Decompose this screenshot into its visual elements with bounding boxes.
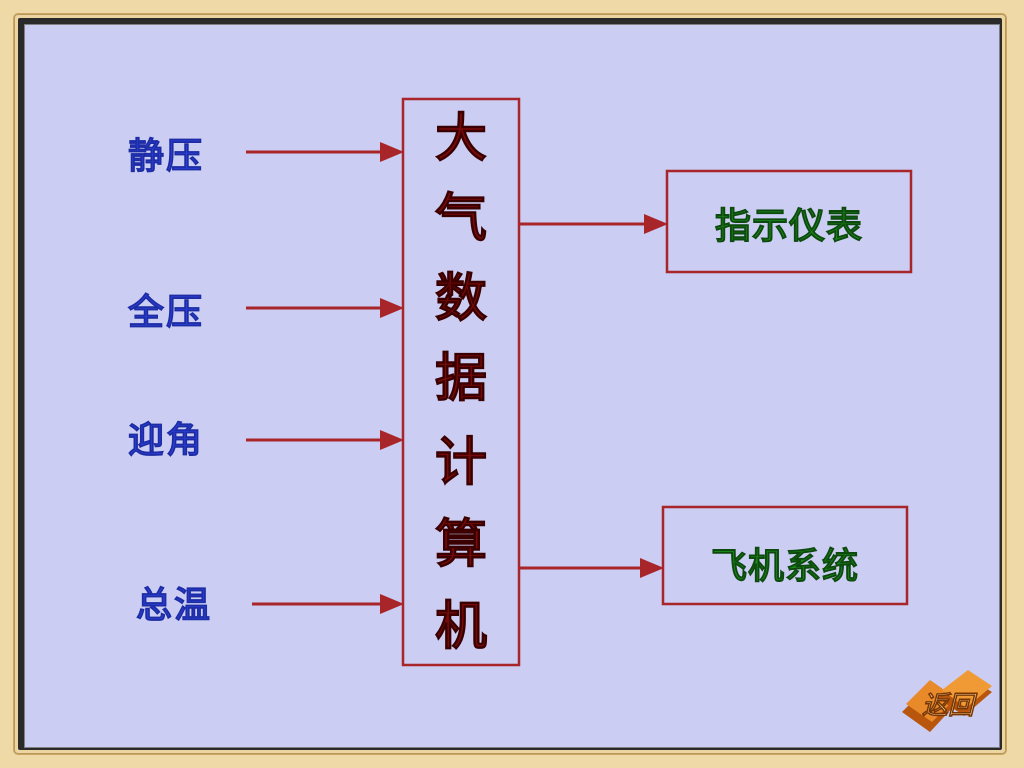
input-arrow-angle-of-attack [246,430,404,450]
input-arrow-static-pressure [246,142,404,162]
return-button[interactable]: 返回 [902,670,992,732]
computer-char-3: 数 [435,268,487,329]
input-arrow-total-pressure [246,298,404,318]
computer-char-1: 大 [435,108,487,169]
computer-char-4: 据 [435,348,487,409]
computer-char-2: 气 [435,188,487,249]
indicator-instruments-box [665,169,913,274]
input-label-angle-of-attack: 迎角 [128,420,204,461]
air-data-computer-box [401,97,521,667]
computer-char-5: 计 [435,432,487,493]
output-arrow-aircraft-systems [519,558,664,578]
aircraft-systems-box [661,505,909,606]
input-label-total-temperature: 总温 [136,585,212,626]
input-label-total-pressure: 全压 [127,291,204,333]
output-label-indicator-instruments: 指示仪表 [715,206,863,247]
input-arrow-total-temperature [252,594,404,614]
return-tile-icon [902,670,992,732]
return-button-label: 返回 [922,691,978,721]
computer-char-7: 机 [435,596,487,657]
computer-char-6: 算 [435,514,487,575]
output-label-aircraft-systems: 飞机系统 [711,546,859,587]
output-arrow-indicator-instruments [519,214,668,234]
input-label-static-pressure: 静压 [128,136,204,177]
slide-canvas [24,24,1000,748]
